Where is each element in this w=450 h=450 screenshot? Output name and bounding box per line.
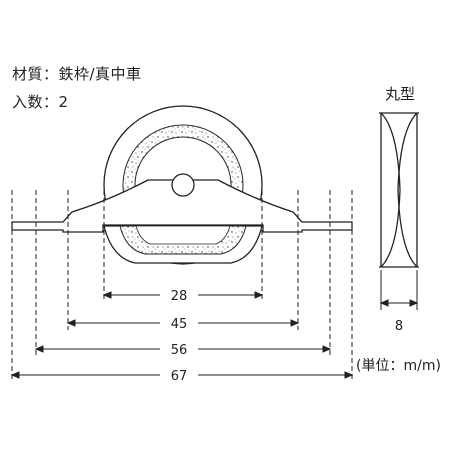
dim-56: 56 <box>171 343 188 358</box>
frame-body <box>11 179 353 233</box>
axle-hole <box>171 173 195 197</box>
material-spec: 材質：鉄枠/真中車 <box>12 65 142 83</box>
unit-note: (単位：m/m) <box>356 358 441 374</box>
wheel-bottom <box>103 225 263 264</box>
profile-title: 丸型 <box>385 85 416 103</box>
profile-width-label: 8 <box>395 319 403 334</box>
profile-width-dimension <box>379 270 419 310</box>
dimension-lines <box>10 291 354 379</box>
quantity-spec: 入数：2 <box>12 93 69 111</box>
dim-28: 28 <box>171 289 188 304</box>
wheel-side-profile <box>379 112 419 268</box>
dim-45: 45 <box>171 317 188 332</box>
extension-lines <box>11 190 353 382</box>
dim-67: 67 <box>171 369 188 384</box>
